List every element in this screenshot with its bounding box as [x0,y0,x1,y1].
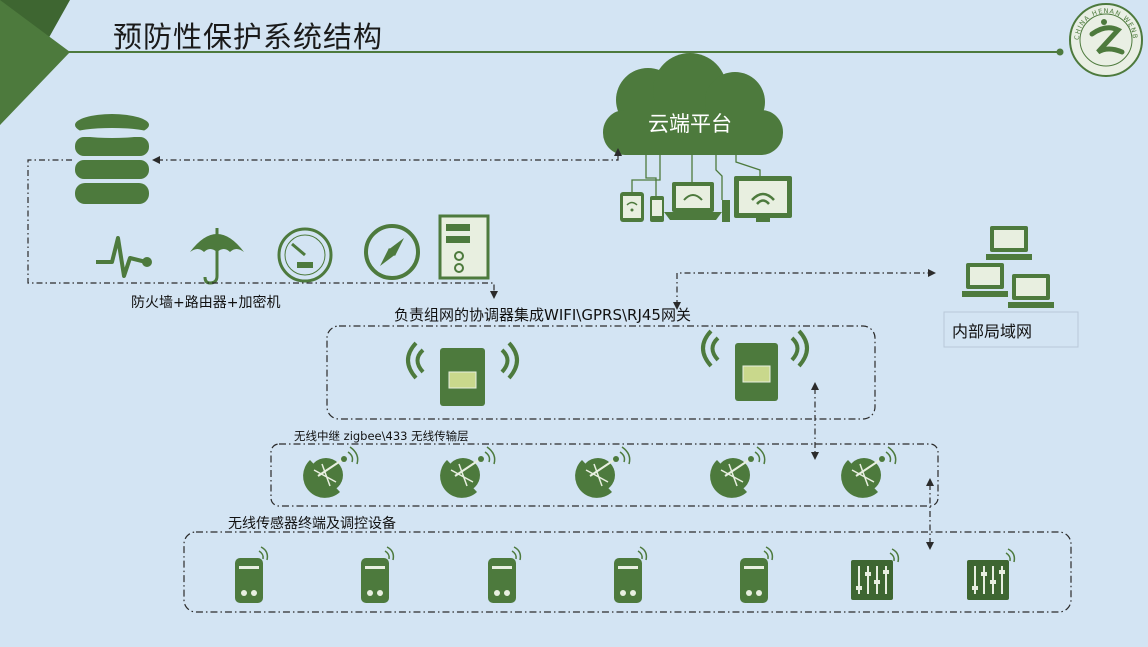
router-box-icon [722,200,730,222]
tablet-icon [620,192,644,222]
control-mixer-icon [851,548,900,600]
monitor-icon [734,176,792,222]
coordinator-layer-box [326,325,876,420]
heartbeat-icon [96,236,152,278]
sensor-layer-label: 无线传感器终端及调控设备 [228,516,396,532]
gateway-coordinator-2 [701,329,809,401]
satellite-dish-icon [303,446,359,498]
header-rule-dot [1056,48,1064,56]
lan-computers-icon [962,226,1054,308]
sensor-device-icon [614,546,648,603]
control-mixer-icon [967,548,1016,600]
gauge-icon [277,227,333,283]
satellite-dish-icon [841,446,897,498]
database-icon [75,114,149,204]
header-arrow [0,0,70,125]
satellite-dish-icon [710,446,766,498]
coordinator-label: 负责组网的协调器集成WIFI\GPRS\RJ45网关 [394,306,691,324]
cloud-connector-lines [631,152,761,200]
laptop-icon [664,182,722,220]
server-tower-icon [438,214,490,280]
cloud-platform-label: 云端平台 [648,112,732,136]
lan-label: 内部局域网 [952,322,1033,341]
relay-layer-label: 无线中继 zigbee\433 无线传输层 [294,429,469,443]
sensor-terminal-row [235,546,1016,603]
sensor-device-icon [361,546,395,603]
umbrella-icon [190,228,244,285]
sensor-device-icon [235,546,269,603]
sensor-device-icon [488,546,522,603]
phone-icon [650,196,664,222]
relay-dish-row [303,446,897,498]
gateway-coordinator-1 [406,341,519,406]
connector-lines [27,148,936,550]
satellite-dish-icon [575,446,631,498]
satellite-dish-icon [440,446,496,498]
sensor-layer-box [183,531,1072,613]
page-title: 预防性保护系统结构 [113,20,384,54]
cloud-icon [603,53,783,155]
lan-label-box [943,311,1079,348]
sensor-device-icon [740,546,774,603]
relay-layer-box [270,443,939,507]
compass-icon [364,224,420,280]
security-devices-label: 防火墙+路由器+加密机 [131,295,281,311]
